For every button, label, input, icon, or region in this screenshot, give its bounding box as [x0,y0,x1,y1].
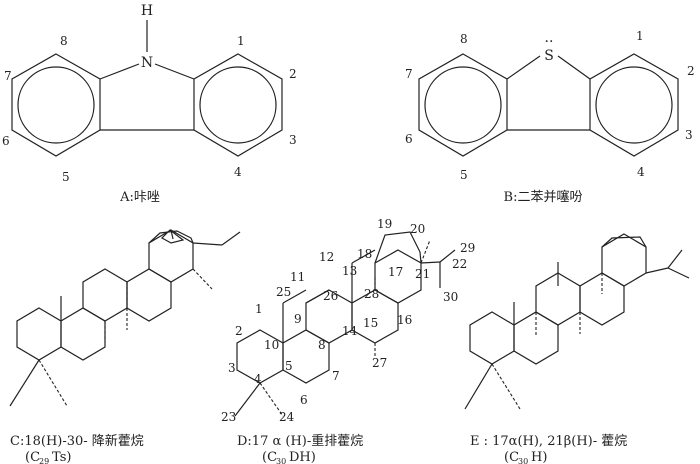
diahopane-position-19: 19 [377,217,392,231]
diahopane-position-4: 4 [254,372,262,386]
hopane-formula-suffix: H) [531,450,547,464]
diahopane-position-29: 29 [460,241,475,255]
structure-a-carbazole: N H 1 2 3 4 5 6 7 8 A:咔唑 [2,3,297,205]
diahopane-position-3: 3 [228,361,236,375]
carbazole-bonds [11,20,283,157]
structure-b-dibenzothiophene: S ·· 1 2 3 4 5 6 7 8 B:二苯并噻吩 [405,29,695,205]
ts-bonds [9,229,241,407]
structure-e-hopane: E : 17α(H), 21β(H)- 藿烷 (C 30 H) [464,233,690,464]
dibenzothiophene-position-2: 2 [687,64,695,78]
ts-stereo-bonds [38,268,213,407]
diahopane-position-25: 25 [276,285,291,299]
diahopane-position-10: 10 [264,338,279,352]
structure-d-diahopane: 1 2 3 4 5 6 7 8 9 10 11 12 13 14 15 16 1… [221,217,475,464]
ts-formula-suffix: Ts) [52,450,71,464]
diahopane-position-23: 23 [221,410,236,424]
diahopane-position-1: 1 [255,302,263,316]
dibenzothiophene-s-atom: S [544,48,554,64]
diahopane-formula-suffix: DH) [289,450,316,464]
diahopane-position-26: 26 [323,289,338,303]
diahopane-position-27: 27 [372,356,387,370]
diahopane-position-17: 17 [388,265,403,279]
diahopane-position-12: 12 [319,250,334,264]
diahopane-position-13: 13 [342,264,357,278]
carbazole-n-atom: N [141,55,153,71]
diahopane-position-14: 14 [342,324,358,338]
carbazole-h-atom: H [141,3,153,19]
hopane-caption: E : 17α(H), 21β(H)- 藿烷 [470,434,627,449]
diahopane-position-7: 7 [332,369,340,383]
diahopane-formula-prefix: (C [262,450,277,464]
diahopane-position-15: 15 [363,316,378,330]
diahopane-position-24: 24 [279,410,295,424]
carbazole-position-8: 8 [60,34,68,48]
carbazole-position-1: 1 [237,34,245,48]
carbazole-position-7: 7 [4,69,12,83]
diahopane-caption: D:17 α (H)-重排藿烷 [237,433,363,449]
diahopane-position-16: 16 [397,313,412,327]
hopane-formula-subscript: 30 [518,457,528,464]
ts-formula-prefix: (C [25,450,40,464]
dibenzothiophene-caption: B:二苯并噻吩 [504,189,583,205]
dibenzothiophene-position-8: 8 [460,32,468,46]
diahopane-position-28: 28 [364,287,379,301]
dibenzothiophene-position-4: 4 [637,165,645,179]
diahopane-position-6: 6 [300,393,308,407]
hopane-stereo-bonds [491,273,603,410]
diahopane-position-21: 21 [415,267,430,281]
ts-caption: C:18(H)-30- 降新藿烷 [10,433,144,449]
hopane-formula: (C 30 H) [504,450,547,464]
carbazole-position-3: 3 [289,133,297,147]
hopane-bonds [464,233,690,410]
sulfur-lone-pair: ·· [545,34,554,50]
diahopane-position-2: 2 [235,324,243,338]
dibenzothiophene-bonds [418,53,679,157]
carbazole-position-6: 6 [2,134,10,148]
diahopane-position-30: 30 [443,290,458,304]
carbazole-caption: A:咔唑 [119,189,160,205]
dibenzothiophene-position-5: 5 [460,168,468,182]
carbazole-position-5: 5 [62,170,70,184]
diahopane-position-20: 20 [410,222,425,236]
diahopane-position-labels: 1 2 3 4 5 6 7 8 9 10 11 12 13 14 15 16 1… [221,217,475,424]
diahopane-position-11: 11 [290,270,305,284]
ts-formula: (C 29 Ts) [25,450,71,464]
diahopane-position-18: 18 [357,247,372,261]
diahopane-formula: (C 30 DH) [262,450,316,464]
diahopane-formula-subscript: 30 [276,457,286,464]
structure-c-ts: C:18(H)-30- 降新藿烷 (C 29 Ts) [9,229,241,464]
dibenzothiophene-position-1: 1 [636,29,644,43]
dibenzothiophene-position-6: 6 [405,132,413,146]
dibenzothiophene-position-3: 3 [685,128,693,142]
carbazole-position-4: 4 [234,165,242,179]
diahopane-stereo-bonds [259,239,431,417]
dibenzothiophene-position-7: 7 [405,67,413,81]
hopane-formula-prefix: (C [504,450,519,464]
diahopane-position-22: 22 [452,257,467,271]
ts-formula-subscript: 29 [39,457,49,464]
carbazole-position-2: 2 [289,67,297,81]
diahopane-position-9: 9 [294,312,302,326]
diahopane-position-5: 5 [285,359,293,373]
diahopane-position-8: 8 [318,338,326,352]
